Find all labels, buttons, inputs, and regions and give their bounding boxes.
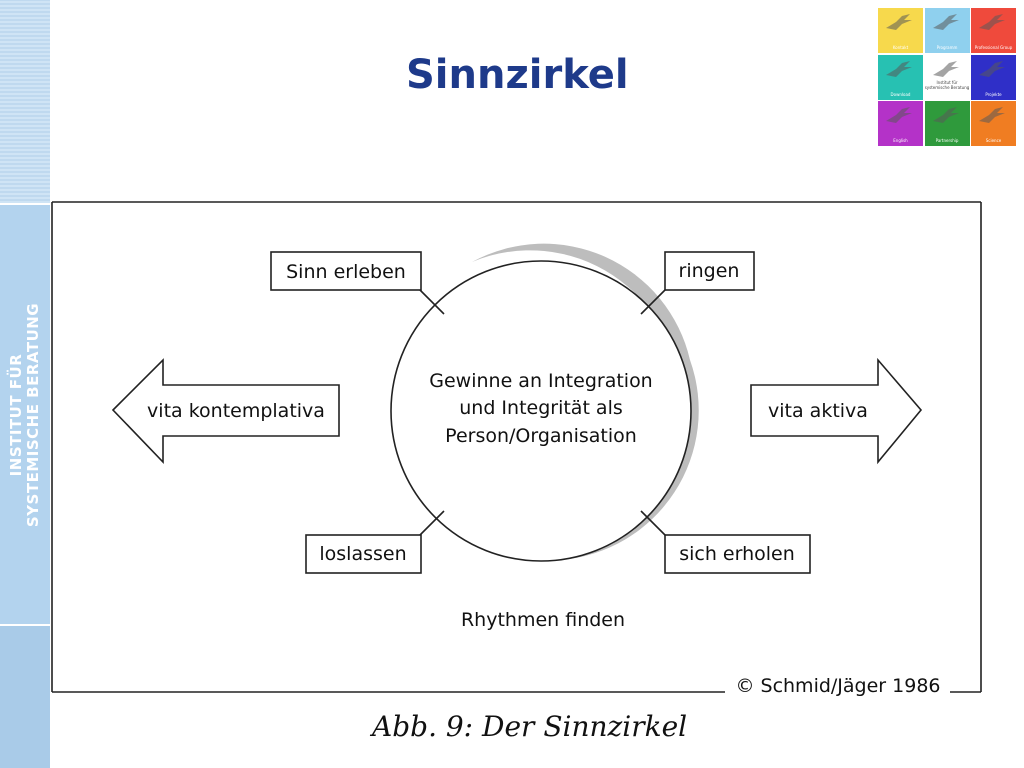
sidebar: INSTITUT FÜR SYSTEMISCHE BERATUNG	[0, 0, 50, 768]
logo-tile-label: Institut für systemische Beratung	[924, 79, 970, 90]
label-vita-kontemplativa: vita kontemplativa	[147, 400, 325, 422]
copyright-text: © Schmid/Jäger 1986	[735, 675, 940, 697]
page-title: Sinnzirkel	[406, 52, 629, 98]
logo-tile-label: Programm	[936, 45, 958, 50]
logo-tile[interactable]: Kontakt	[878, 8, 923, 53]
logo-tile[interactable]: Science	[971, 101, 1016, 146]
bird-icon	[932, 60, 959, 77]
logo-tile-label: Download	[890, 91, 911, 97]
sidebar-separator	[0, 624, 50, 626]
label-loslassen: loslassen	[319, 543, 406, 565]
logo-tile[interactable]: Professional Group	[971, 8, 1016, 53]
sidebar-segment-top	[0, 0, 50, 203]
label-sinn-erleben: Sinn erleben	[286, 261, 406, 283]
logo-tile-label: Partnership	[935, 138, 959, 143]
logo-tile[interactable]: Partnership	[924, 101, 970, 146]
sidebar-segment-middle	[0, 204, 50, 624]
bird-icon	[932, 107, 959, 123]
sidebar-separator	[0, 203, 50, 205]
logo-tile[interactable]: Institut für systemische Beratung	[924, 54, 970, 100]
logo-tile-label: Science	[985, 138, 1002, 143]
bird-icon	[979, 60, 1005, 77]
logo-grid: Kontakt Programm Professional Group Down…	[878, 8, 1016, 146]
center-text-line-3: Person/Organisation	[445, 425, 637, 447]
figure-caption: Abb. 9: Der Sinnzirkel	[372, 710, 688, 743]
label-ringen: ringen	[679, 260, 740, 282]
bird-icon	[886, 107, 912, 123]
logo-tile-label: Projekte	[985, 91, 1002, 97]
logo-tile[interactable]: Projekte	[971, 54, 1016, 100]
arrow-right	[750, 357, 923, 465]
connector-bottom-left	[419, 510, 445, 536]
logo-tile[interactable]: Programm	[924, 8, 970, 53]
connector-top-right	[640, 289, 666, 315]
logo-tile-label: Kontakt	[892, 45, 909, 50]
center-circle	[390, 260, 692, 562]
label-rhythmen-finden: Rhythmen finden	[461, 609, 625, 631]
bird-icon	[979, 14, 1005, 30]
label-sich-erholen: sich erholen	[679, 543, 795, 565]
box-sinn-erleben	[270, 251, 422, 291]
logo-tile[interactable]: English	[878, 101, 923, 146]
logo-tile-label: English	[893, 138, 908, 143]
box-sich-erholen	[664, 534, 811, 574]
center-text-line-2: und Integrität als	[459, 397, 623, 419]
box-ringen	[664, 251, 755, 291]
center-text-line-1: Gewinne an Integration	[429, 370, 652, 392]
bird-icon	[979, 107, 1005, 123]
label-vita-aktiva: vita aktiva	[768, 400, 868, 422]
connector-bottom-right	[640, 510, 666, 536]
bird-icon	[886, 14, 912, 30]
sidebar-segment-bottom	[0, 626, 50, 768]
bird-icon	[886, 60, 912, 77]
arrow-left	[111, 358, 340, 464]
box-loslassen	[305, 534, 422, 574]
bird-icon	[932, 14, 959, 30]
logo-tile[interactable]: Download	[878, 54, 923, 100]
logo-tile-label: Professional Group	[974, 45, 1013, 50]
connector-top-left	[419, 289, 445, 315]
